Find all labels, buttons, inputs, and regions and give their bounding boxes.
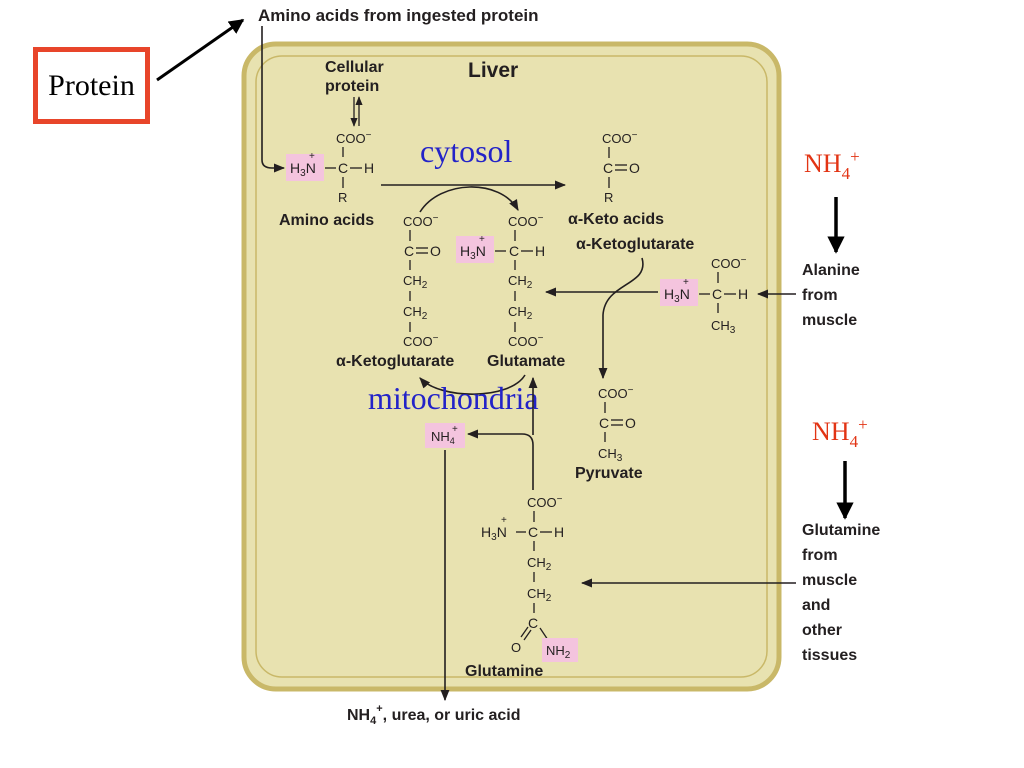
alpha-ketoglutarate-structure: COO− C O CH2 CH2 COO− xyxy=(403,213,441,349)
svg-text:C: C xyxy=(528,615,538,631)
svg-text:H: H xyxy=(554,524,564,540)
svg-text:CH2: CH2 xyxy=(403,273,428,291)
svg-text:R: R xyxy=(338,190,347,205)
svg-text:C: C xyxy=(528,524,538,540)
amino-acid-structure: H3N + C H COO− R xyxy=(286,130,374,205)
alpha-keto-acids-label: α-Keto acids xyxy=(568,211,664,228)
svg-text:COO−: COO− xyxy=(508,333,544,349)
svg-text:CH3: CH3 xyxy=(711,318,736,336)
svg-text:H: H xyxy=(535,243,545,259)
svg-text:C: C xyxy=(404,243,414,259)
svg-text:O: O xyxy=(629,160,640,176)
mitochondria-label: mitochondria xyxy=(368,380,539,416)
equilibrium-arrows xyxy=(350,96,363,127)
svg-text:CH2: CH2 xyxy=(527,586,552,604)
protein-box: Protein xyxy=(33,47,150,124)
svg-text:O: O xyxy=(430,243,441,259)
keto-to-glutamate-curve-arrow xyxy=(419,186,519,213)
svg-text:+: + xyxy=(309,151,315,162)
alpha-ketoglutarate-label: α-Ketoglutarate xyxy=(336,353,454,370)
svg-text:H3N: H3N xyxy=(460,243,486,262)
glutamine-label: Glutamine xyxy=(465,663,543,680)
svg-text:CH2: CH2 xyxy=(508,304,533,322)
pyruvate-label: Pyruvate xyxy=(575,465,643,482)
liver-cell xyxy=(241,41,782,692)
glutamate-label: Glutamate xyxy=(487,353,565,370)
ingested-protein-label: Amino acids from ingested protein xyxy=(258,6,539,25)
svg-text:COO−: COO− xyxy=(508,213,544,229)
bottom-output-label: NH4+, urea, or uric acid xyxy=(347,703,521,727)
glutamine-src-line-1: Glutamine xyxy=(802,522,880,539)
alanine-line-1: Alanine xyxy=(802,262,860,279)
glutamine-src-line-4: and xyxy=(802,597,830,614)
glutamate-to-ketoglutarate-arrow xyxy=(419,374,526,395)
svg-text:COO−: COO− xyxy=(336,130,372,146)
glutamine-from-tissues-label: Glutamine from muscle and other tissues xyxy=(802,522,880,664)
protein-to-amino-acids-arrow xyxy=(156,18,245,82)
svg-text:CH2: CH2 xyxy=(403,304,428,322)
protein-label: Protein xyxy=(48,68,135,102)
svg-text:COO−: COO− xyxy=(403,333,439,349)
alanine-line-3: muscle xyxy=(802,312,857,329)
alpha-keto-acid-structure: COO− C O R xyxy=(602,130,640,205)
cellular-protein-label: Cellular protein xyxy=(325,59,384,95)
glutamine-structure: COO− H3N + C H CH2 CH2 C O NH2 xyxy=(481,494,578,662)
svg-text:+: + xyxy=(479,234,485,245)
glutamine-src-line-6: tissues xyxy=(802,647,857,664)
svg-text:C: C xyxy=(338,160,348,176)
svg-text:C: C xyxy=(712,286,722,302)
svg-text:NH4: NH4 xyxy=(431,429,455,446)
svg-text:O: O xyxy=(625,415,636,431)
nh4-outside-label-1: NH4+ xyxy=(804,147,860,183)
glutamine-src-line-2: from xyxy=(802,547,838,564)
glutamine-src-line-3: muscle xyxy=(802,572,857,589)
cytosol-label: cytosol xyxy=(420,133,513,169)
nh4-inside: NH4 + xyxy=(425,423,465,448)
svg-text:COO−: COO− xyxy=(403,213,439,229)
svg-text:CH2: CH2 xyxy=(508,273,533,291)
glutamine-src-line-5: other xyxy=(802,622,842,639)
to-pyruvate-arrow xyxy=(598,257,644,380)
svg-text:H3N: H3N xyxy=(290,160,316,179)
ingested-to-amino-acids-arrow xyxy=(261,26,286,173)
alanine-structure: COO− H3N + C H CH3 xyxy=(660,255,748,336)
alpha-ketoglutarate-cytosol-label: α-Ketoglutarate xyxy=(576,236,694,253)
alanine-from-muscle-label: Alanine from muscle xyxy=(802,262,860,329)
svg-text:H: H xyxy=(364,160,374,176)
glutamine-to-nh4-arrow xyxy=(466,429,534,490)
svg-text:+: + xyxy=(452,424,458,435)
svg-text:CH2: CH2 xyxy=(527,555,552,573)
cellular-protein-line-1: Cellular xyxy=(325,59,384,76)
svg-text:COO−: COO− xyxy=(602,130,638,146)
svg-text:H: H xyxy=(738,286,748,302)
nh4-outside-label-2: NH4+ xyxy=(812,415,868,451)
svg-text:+: + xyxy=(501,515,507,526)
svg-text:COO−: COO− xyxy=(598,385,634,401)
svg-text:COO−: COO− xyxy=(527,494,563,510)
glutamate-structure: COO− H3N + C H CH2 CH2 COO− xyxy=(456,213,545,349)
alanine-line-2: from xyxy=(802,287,838,304)
svg-text:C: C xyxy=(603,160,613,176)
pyruvate-structure: COO− C O CH3 xyxy=(598,385,636,464)
svg-text:+: + xyxy=(683,277,689,288)
amino-acids-label: Amino acids xyxy=(279,212,374,229)
svg-text:NH4+: NH4+ xyxy=(812,415,868,451)
svg-text:NH4+: NH4+ xyxy=(804,147,860,183)
cellular-protein-line-2: protein xyxy=(325,78,379,95)
liver-title: Liver xyxy=(468,59,518,82)
svg-text:H3N: H3N xyxy=(664,286,690,305)
svg-text:H3N: H3N xyxy=(481,524,507,543)
svg-text:NH2: NH2 xyxy=(546,643,571,661)
svg-text:R: R xyxy=(604,190,613,205)
svg-text:O: O xyxy=(511,640,521,655)
svg-text:COO−: COO− xyxy=(711,255,747,271)
svg-text:C: C xyxy=(509,243,519,259)
svg-text:C: C xyxy=(599,415,609,431)
svg-text:CH3: CH3 xyxy=(598,446,623,464)
